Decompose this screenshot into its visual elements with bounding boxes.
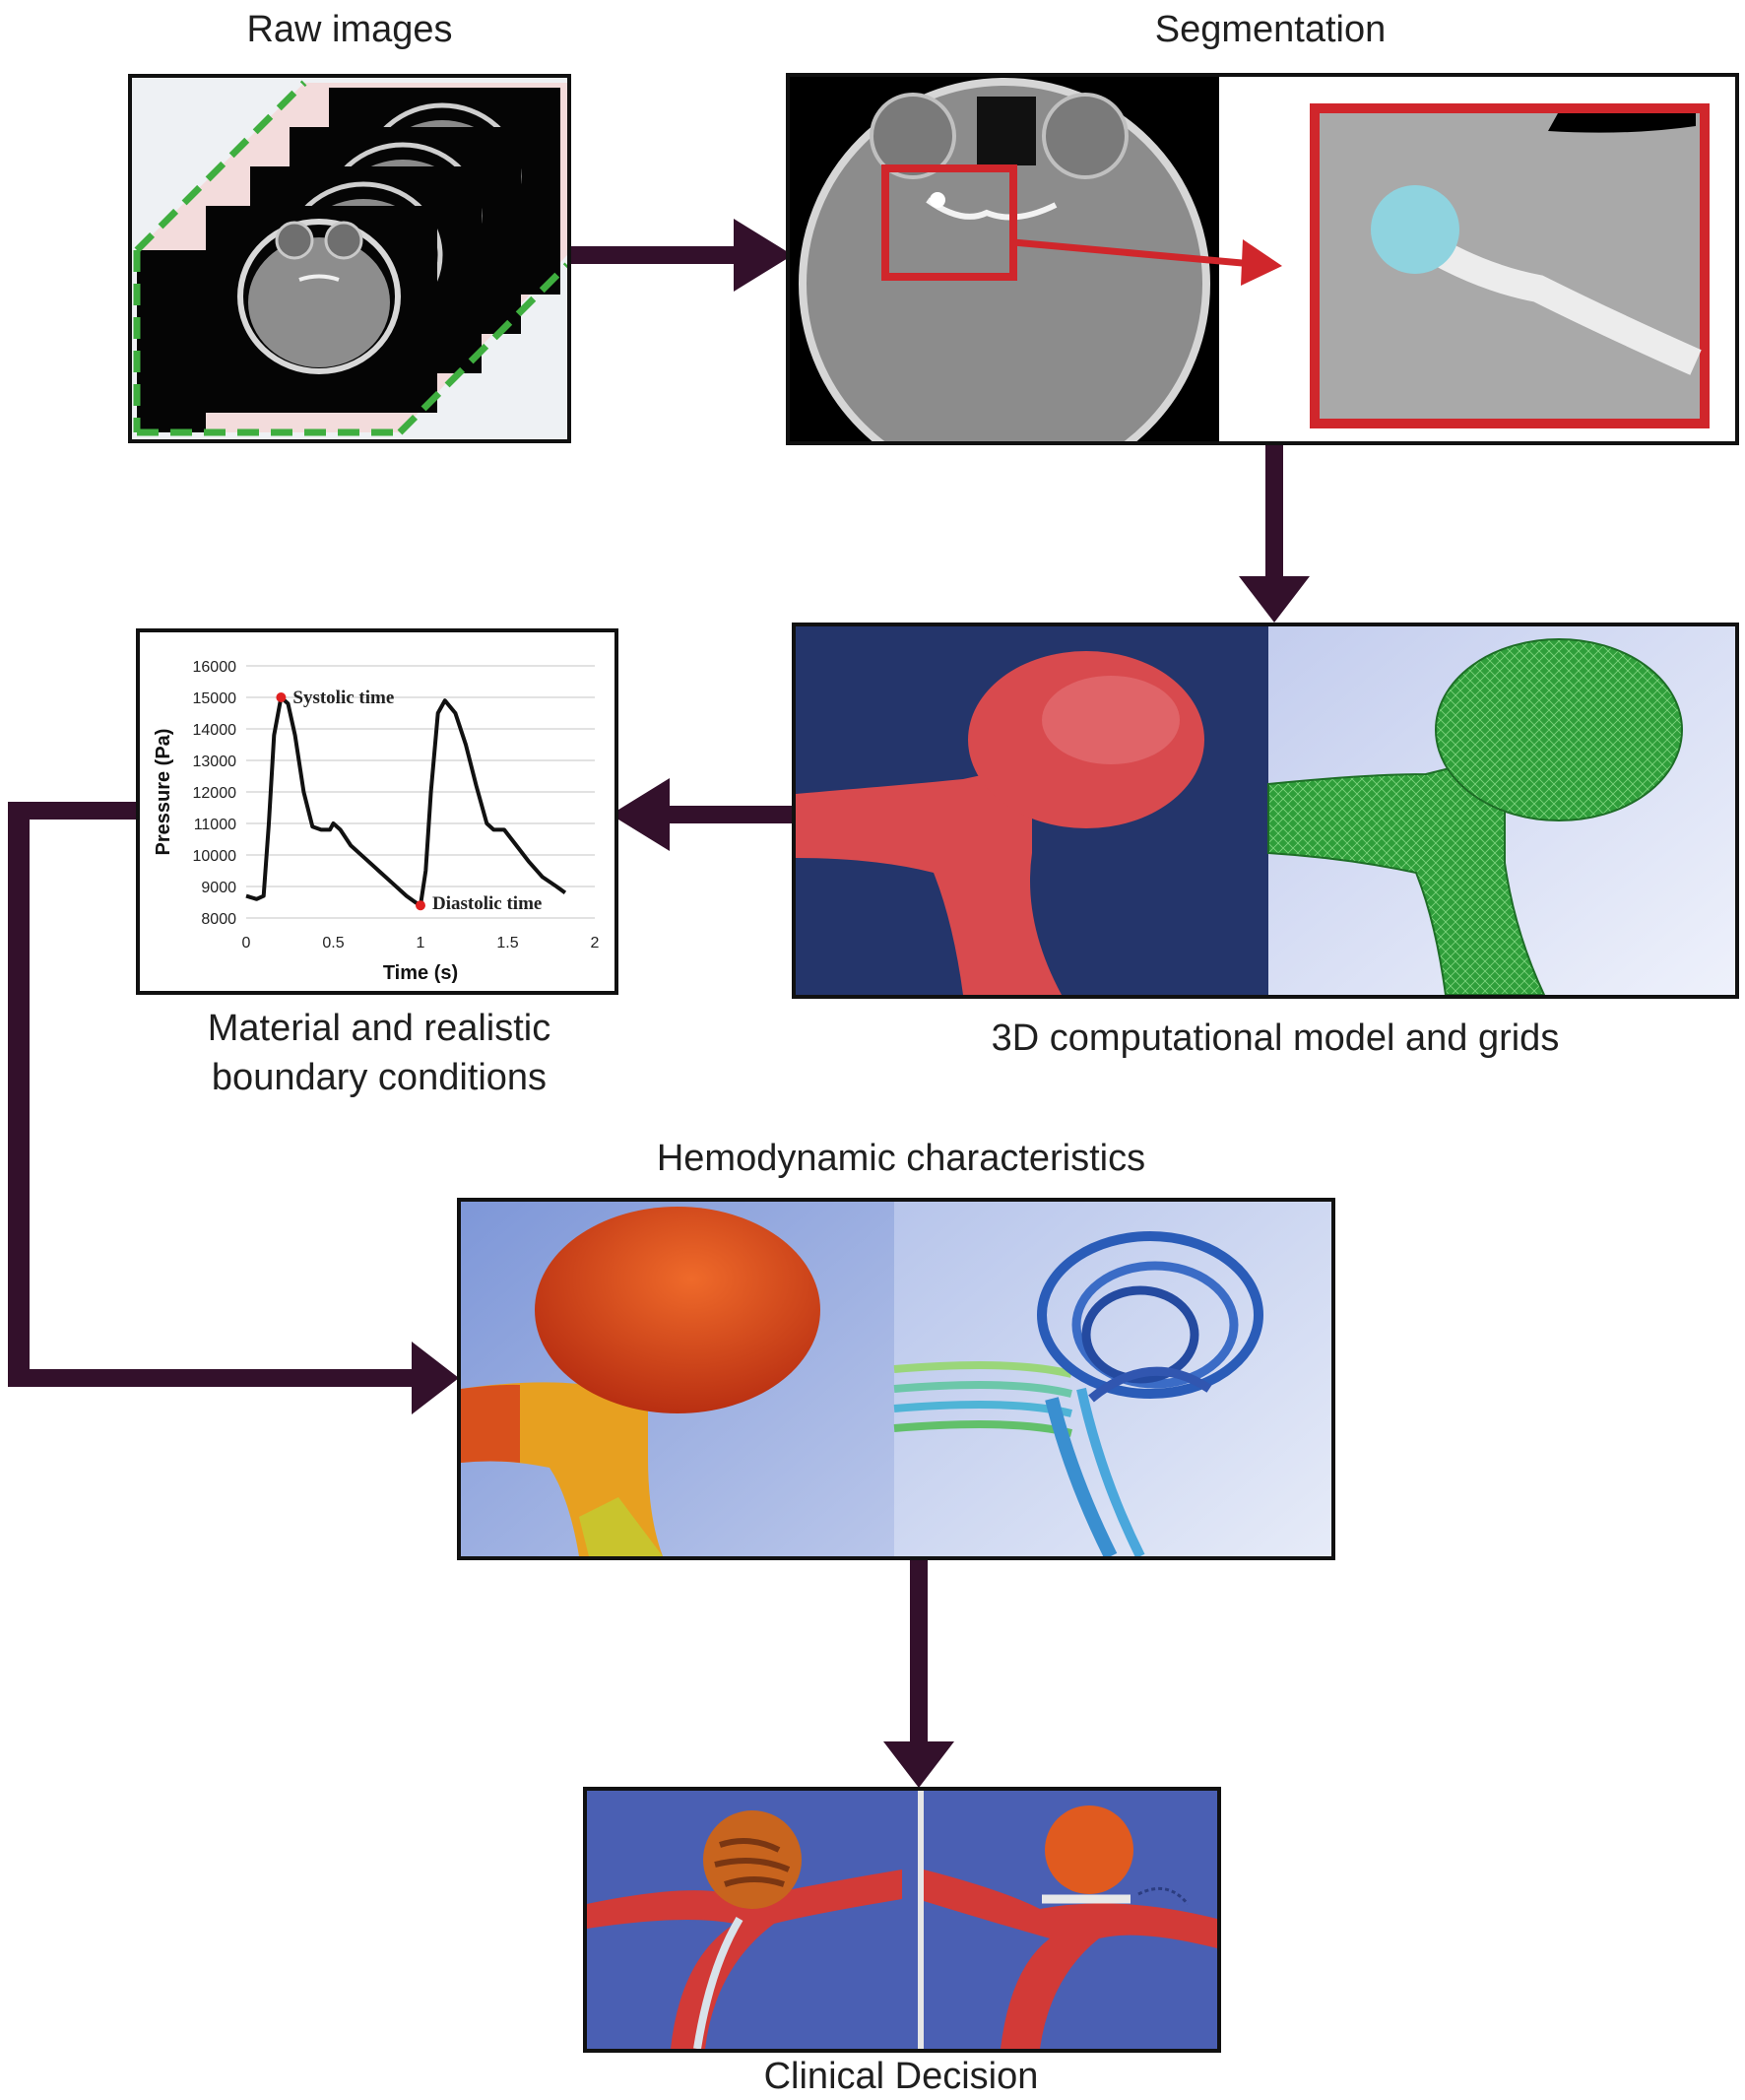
y-tick-label: 8000 [201, 911, 236, 928]
annotation-label: Systolic time [292, 688, 394, 708]
hemodynamic-views [461, 1202, 1331, 1556]
coiling-option [587, 1810, 902, 2049]
x-tick-label: 0.5 [322, 935, 344, 952]
divider [918, 1791, 924, 2049]
model-views [796, 626, 1735, 995]
x-tick-label: 0 [242, 935, 251, 952]
material-label-line2: boundary conditions [211, 1057, 548, 1098]
arrow-seg-to-model-head [1239, 576, 1310, 623]
y-tick-label: 13000 [193, 754, 237, 770]
arrow-raw-to-seg-head [734, 219, 793, 292]
mesh-vessel-model [1267, 638, 1683, 995]
y-tick-label: 9000 [201, 880, 236, 896]
y-tick-label: 10000 [193, 848, 237, 865]
ct-slice-1 [206, 206, 437, 413]
y-tick-label: 16000 [193, 659, 237, 676]
segmented-aneurysm [1371, 185, 1459, 274]
zoom-arrow [1012, 238, 1254, 268]
wall-shear-stress-model [461, 1207, 820, 1556]
x-tick-label: 2 [591, 935, 600, 952]
arrow-raw-to-seg-shaft [566, 246, 739, 264]
segmentation-panel [786, 73, 1739, 445]
connector-left-vertical [8, 802, 30, 1387]
connector-left-horizontal-bottom [8, 1369, 417, 1387]
pressure-chart: 8000 9000 10000 11000 12000 13000 14000 15000 16… [140, 632, 614, 991]
raw-images-label: Raw images [246, 9, 453, 50]
segmentation-label: Segmentation [1154, 9, 1387, 50]
x-tick-label: 1 [417, 935, 425, 952]
boundary-conditions-panel: 8000 9000 10000 11000 12000 13000 14000 15000 16… [136, 628, 618, 995]
material-label-line1: Material and realistic [207, 1008, 551, 1049]
clinical-panel [583, 1787, 1221, 2053]
arrow-to-hemodynamic-head [412, 1342, 459, 1414]
chart-background [140, 632, 614, 991]
y-tick-label: 12000 [193, 785, 237, 802]
annotation-marker [276, 692, 287, 702]
annotation-label: Diastolic time [432, 893, 542, 914]
clinical-views [587, 1791, 1217, 2049]
annotation-marker [416, 900, 425, 911]
raw-images-panel [128, 74, 571, 443]
zoomed-view [1310, 103, 1710, 428]
hemodynamic-label: Hemodynamic characteristics [656, 1138, 1146, 1179]
roi-box [881, 164, 1017, 281]
x-axis-label: Time (s) [383, 962, 458, 984]
arrow-hemo-to-clinical-head [883, 1741, 954, 1788]
y-tick-label: 11000 [194, 817, 236, 833]
streamlines-model [893, 1231, 1263, 1556]
arrow-seg-to-model-shaft [1265, 443, 1283, 581]
clipping-option [924, 1805, 1217, 2049]
model-label: 3D computational model and grids [991, 1017, 1560, 1059]
solid-vessel-model [796, 651, 1204, 995]
segmentation-view [790, 77, 1735, 441]
arrow-model-to-boundary-head [611, 778, 670, 851]
hemodynamic-panel [457, 1198, 1335, 1560]
x-tick-label: 1.5 [496, 935, 518, 952]
y-tick-label: 15000 [193, 690, 237, 707]
y-axis-label: Pressure (Pa) [153, 729, 174, 856]
arrow-model-to-boundary-shaft [665, 806, 793, 823]
y-tick-label: 14000 [193, 722, 237, 739]
pressure-series-line [245, 695, 567, 908]
connector-left-horizontal-top [8, 802, 138, 820]
clinical-label: Clinical Decision [763, 2056, 1039, 2097]
ct-slice-stack [132, 78, 567, 439]
arrow-hemo-to-clinical-shaft [910, 1558, 928, 1745]
model-panel [792, 623, 1739, 999]
stack-outline-dashes [133, 80, 567, 436]
